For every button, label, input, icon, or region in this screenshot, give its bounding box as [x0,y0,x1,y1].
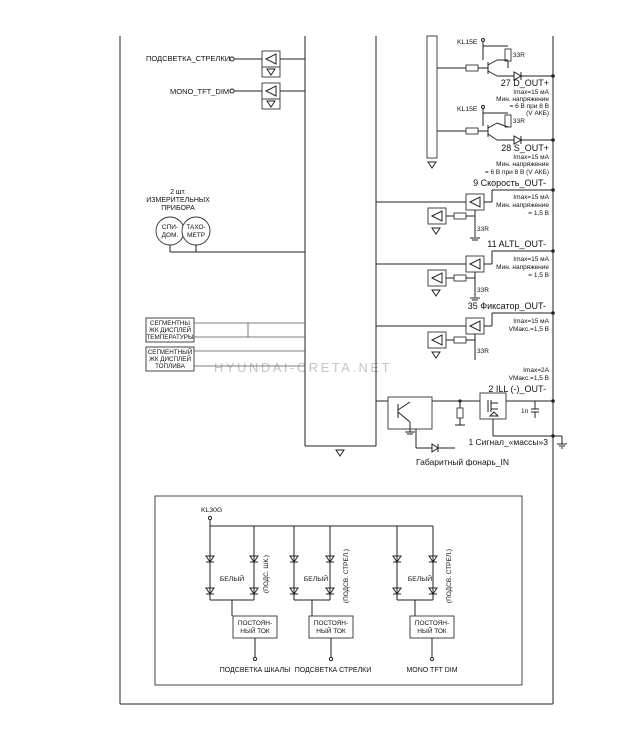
output-9-line-1: Imax=15 мА [513,194,549,201]
output-11-line-2: Мин. напряжение [496,264,549,271]
output-27-title: 27 D_OUT+ [501,78,549,88]
output-9-title: 9 Скорость_OUT- [473,178,546,188]
gauges-caption-3: ПРИБОРА [161,205,195,212]
output-9-line-3: = 1,5 В [528,210,549,217]
output-28-line-2: Мин. напряжение [496,161,549,168]
lcd-fuel-line-1: СЕГМЕНТНЫЙ [148,347,193,356]
constant-current-1-line-1: ПОСТОЯН- [238,620,272,627]
speedometer-label-1: СПИ- [162,224,178,231]
constant-current-2-line-2: НЫЙ ТОК [316,626,346,635]
output-11-title: 11 ALTL_OUT- [487,239,546,249]
output-11-channel: 11 ALTL_OUT- 33R Imax=15 мА Мин. напряже… [376,239,555,301]
output-35-title: 35 Фиксатор_OUT- [468,301,546,311]
output-9-channel: 9 Скорость_OUT- 33R Imax=15 мА Мин. напр… [376,178,555,241]
output-2-line-2: VМакс.=1,5 В [509,375,549,382]
label-needle-backlight: ПОДСВЕТКА СТРЕЛКИ [295,667,372,674]
resistor-label-5: 33R [477,348,489,355]
lcd-fuel-line-3: ТОПЛИВА [155,363,186,370]
output-11-line-1: Imax=15 мА [513,256,549,263]
white-label-3: БЕЛЫЙ [408,574,432,583]
constant-current-3-line-2: НЫЙ ТОК [417,626,447,635]
constant-current-1-line-2: НЫЙ ТОК [240,626,270,635]
output-27-line-2: Мин. напряжение [496,96,549,103]
output-27-line-1: Imax=15 мА [513,89,549,96]
white-label-2: БЕЛЫЙ [304,574,328,583]
resistor-label-2: 33R [513,118,525,125]
label-scale-backlight: ПОДСВЕТКА ШКАЛЫ [220,667,291,674]
constant-current-3-line-1: ПОСТОЯН- [415,620,449,627]
resistor-label-1: 33R [513,52,525,59]
gauges-group: 2 шт. ИЗМЕРИТЕЛЬНЫХ ПРИБОРА СПИ- ДОМ. ТА… [146,189,305,253]
output-35-channel: 35 Фиксатор_OUT- 33R Imax=15 мА VМакс.=1… [376,301,555,360]
lcd-temp-line-3: ТЕМПЕРАТУРЫ [146,334,194,341]
ground-signal-label: 1 Сигнал_«массы»3 [468,437,548,447]
resistor-label-4: 33R [477,287,489,294]
output-35-line-2: VМакс.=1,5 В [509,326,549,333]
outer-frame [119,36,554,705]
input-label-backlight-needle: ПОДСВЕТКА_СТРЕЛКИ [146,54,230,63]
lcd-temp-line-1: СЕГМЕНТНЫ [150,320,190,327]
lcd-fuel-line-2: ЖК ДИСПЛЕЙ [149,354,191,363]
speedometer-gauge [155,216,185,246]
label-mono-tft-dim: MONO TFT DIM [406,667,457,674]
white-label-1: БЕЛЫЙ [220,574,244,583]
output-27-line-4: (V АКБ) [526,110,549,117]
output-2-title: 2 ILL (-)_OUT- [488,384,546,394]
output-28-line-1: Imax=15 мА [513,154,549,161]
output-11-line-3: = 1,5 В [528,272,549,279]
controller-bus [304,36,377,457]
vertical-label-1: (ПОДС. ШК.) [263,555,270,593]
output-28-line-3: = 6 В при 8 В (V АКБ) [485,169,549,176]
gauges-caption-2: ИЗМЕРИТЕЛЬНЫХ [146,197,210,204]
capacitor-label: 1n [521,408,529,415]
lcd-temp-line-2: ЖК ДИСПЛЕЙ [149,325,191,334]
output-9-line-2: Мин. напряжение [496,202,549,209]
backlight-block: KL30G БЕЛЫЙ (ПОДС. ШК.) ПОСТОЯН- НЫЙ ТОК… [154,495,523,686]
tachometer-label-1: ТАХО- [186,224,205,231]
kl15e-label-2: KL15E [457,106,478,113]
resistor-label-3: 33R [477,226,489,233]
output-2-channel: Imax=2A VМакс.=1,5 В 2 ILL (-)_OUT- 1n [376,367,567,467]
high-side-outputs: KL15E 33R 27 D_OUT+ Imax=15 мА Мин. напр… [426,35,555,176]
output-27-line-3: = 6 В при 8 В [510,103,550,110]
input-label-mono-tft-dim: MONO_TFT_DIM [170,87,229,96]
vertical-label-3: (ПОДСВ. СТРЕЛ.) [446,549,453,603]
speedometer-label-2: ДОМ. [162,232,179,239]
tachometer-label-2: МЕТР [187,232,205,239]
tail-lamp-label: Габаритный фонарь_IN [416,457,509,467]
output-35-line-1: Imax=15 мА [513,318,549,325]
kl30g-label: KL30G [201,507,222,514]
gauges-caption-1: 2 шт. [170,189,186,196]
tachometer-gauge [181,216,211,246]
lcd-displays: СЕГМЕНТНЫ ЖК ДИСПЛЕЙ ТЕМПЕРАТУРЫ СЕГМЕНТ… [145,317,305,372]
input-buffers: ПОДСВЕТКА_СТРЕЛКИ MONO_TFT_DIM [146,50,305,110]
kl15e-label-1: KL15E [457,39,478,46]
constant-current-2-line-1: ПОСТОЯН- [314,620,348,627]
vertical-label-2: (ПОДСВ. СТРЕЛ.) [343,549,350,603]
output-28-title: 28 S_OUT+ [501,143,549,153]
output-2-line-1: Imax=2A [523,367,549,374]
watermark-text: HYUNDAI-CRETA.NET [214,360,392,375]
